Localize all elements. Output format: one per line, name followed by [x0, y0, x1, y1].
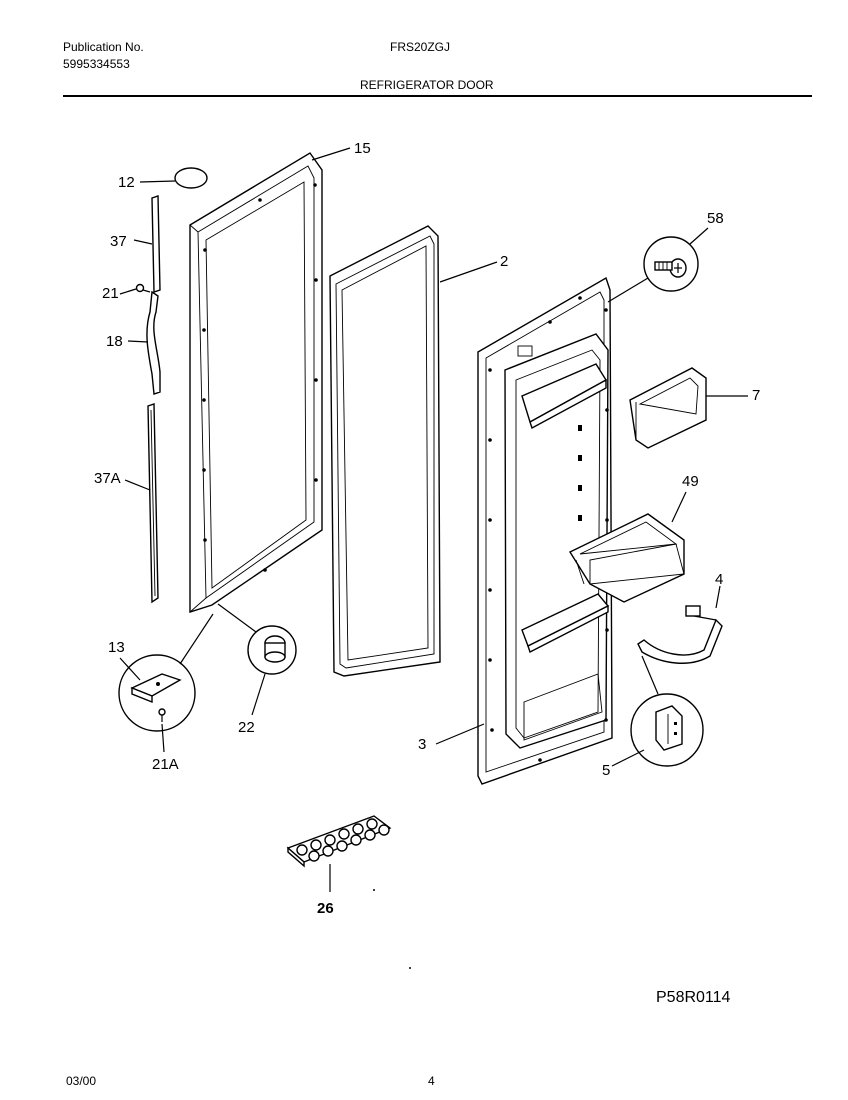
callout-5: 5 — [602, 762, 610, 779]
part-21a-screw — [158, 708, 166, 722]
part-21-screw — [135, 283, 151, 293]
publication-number: 5995334553 — [63, 57, 130, 71]
footer-page-number: 4 — [428, 1074, 435, 1088]
leader-49 — [671, 491, 687, 523]
callout-4: 4 — [715, 571, 723, 588]
publication-label: Publication No. — [63, 40, 144, 54]
callout-49: 49 — [682, 473, 699, 490]
leader-18 — [127, 340, 149, 343]
part-37-trim-strip — [151, 195, 161, 293]
callout-21: 21 — [102, 285, 119, 302]
part-15-door-frame — [189, 152, 323, 613]
header-rule — [63, 95, 812, 97]
part-4-retainer — [637, 605, 723, 664]
leader-37a — [124, 479, 151, 491]
model-number: FRS20ZGJ — [390, 40, 451, 54]
leader-37 — [133, 239, 153, 245]
callout-15: 15 — [354, 140, 371, 157]
part-58-screw — [654, 258, 687, 278]
leader-4 — [715, 585, 721, 609]
callout-3: 3 — [418, 736, 426, 753]
leader-12 — [139, 180, 176, 183]
leader-58 — [689, 227, 709, 245]
leader-3 — [435, 723, 485, 745]
leader-5 — [611, 749, 645, 767]
part-18-hinge-cable — [146, 290, 161, 395]
leader-21 — [119, 288, 137, 295]
callout-12: 12 — [118, 174, 135, 191]
callout-21a: 21A — [152, 756, 179, 773]
footer-date: 03/00 — [66, 1074, 97, 1088]
part-5-clip — [655, 705, 683, 751]
callout-37a: 37A — [94, 470, 121, 487]
leader-detail-13 — [179, 613, 214, 665]
leader-21a — [161, 723, 165, 753]
leader-22 — [251, 673, 266, 716]
callout-13: 13 — [108, 639, 125, 656]
leader-2 — [439, 261, 498, 283]
section-title: REFRIGERATOR DOOR — [360, 78, 494, 92]
leader-13 — [119, 657, 141, 681]
part-37a-trim-strip — [147, 403, 159, 604]
leader-detail-22 — [217, 603, 257, 633]
part-7-cover — [629, 367, 707, 449]
callout-26: 26 — [317, 900, 334, 917]
callout-37: 37 — [110, 233, 127, 250]
callout-7: 7 — [752, 387, 760, 404]
part-49-door-bin — [568, 513, 685, 603]
part-12-plug — [174, 167, 208, 189]
drawing-code: P58R0114 — [656, 989, 731, 1006]
callout-2: 2 — [500, 253, 508, 270]
callout-18: 18 — [106, 333, 123, 350]
callout-58: 58 — [707, 210, 724, 227]
leader-detail-5 — [641, 655, 659, 695]
part-26-egg-tray — [286, 815, 392, 868]
part-22-bushing — [264, 635, 286, 663]
part-2-gasket — [329, 225, 441, 677]
leader-detail-58 — [607, 277, 649, 303]
callout-22: 22 — [238, 719, 255, 736]
leader-15 — [311, 147, 351, 161]
part-3-door-liner — [477, 276, 613, 785]
part-13-hinge-bracket — [130, 673, 182, 704]
